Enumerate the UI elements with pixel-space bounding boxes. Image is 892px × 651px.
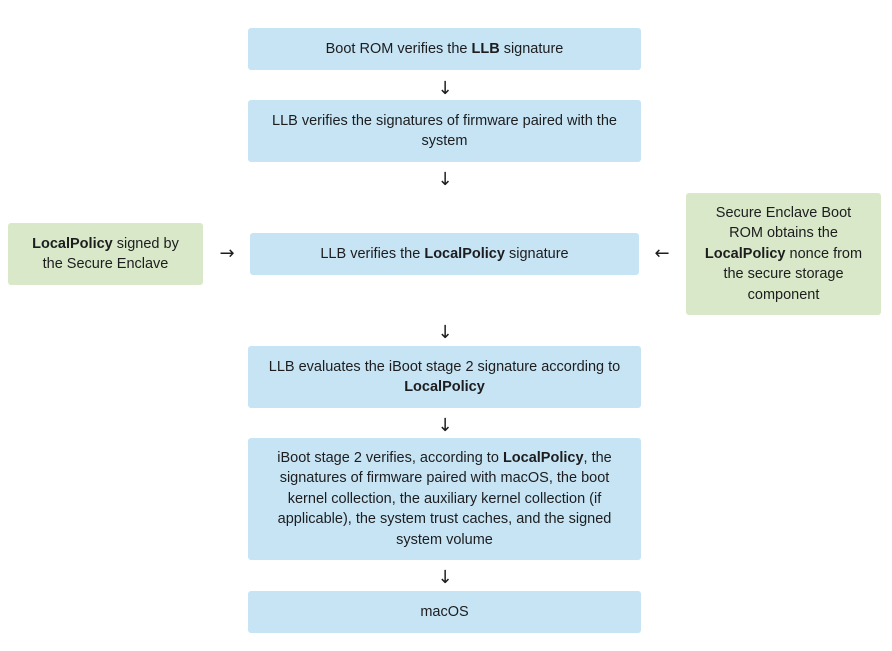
left-arrow: ← bbox=[654, 243, 670, 264]
side-box-localpolicy-signed: LocalPolicy signed by the Secure Enclave bbox=[8, 223, 203, 285]
down-arrow-3: ↓ bbox=[437, 322, 453, 343]
down-arrow-1: ↓ bbox=[437, 78, 453, 99]
down-arrow-5: ↓ bbox=[437, 567, 453, 588]
step-llb-evaluates-iboot: LLB evaluates the iBoot stage 2 signatur… bbox=[248, 346, 641, 408]
step-5-text: iBoot stage 2 verifies, according to Loc… bbox=[277, 449, 612, 548]
step-macos: macOS bbox=[248, 591, 641, 633]
side-box-secure-enclave-nonce: Secure Enclave Boot ROM obtains the Loca… bbox=[686, 193, 881, 315]
step-2-text: LLB verifies the signatures of firmware … bbox=[272, 112, 617, 150]
step-3-text: LLB verifies the LocalPolicy signature bbox=[320, 245, 569, 262]
right-arrow: → bbox=[219, 243, 235, 264]
step-llb-verifies-localpolicy: LLB verifies the LocalPolicy signature bbox=[250, 233, 639, 275]
step-boot-rom-verifies-llb: Boot ROM verifies the LLB signature bbox=[248, 28, 641, 70]
step-4-text: LLB evaluates the iBoot stage 2 signatur… bbox=[268, 358, 621, 396]
side-right-text: Secure Enclave Boot ROM obtains the Loca… bbox=[704, 204, 863, 303]
step-6-text: macOS bbox=[420, 603, 469, 620]
step-iboot-verifies: iBoot stage 2 verifies, according to Loc… bbox=[248, 438, 641, 560]
step-llb-verifies-firmware: LLB verifies the signatures of firmware … bbox=[248, 100, 641, 162]
side-left-text: LocalPolicy signed by the Secure Enclave bbox=[32, 235, 179, 273]
down-arrow-4: ↓ bbox=[437, 415, 453, 436]
down-arrow-2: ↓ bbox=[437, 169, 453, 190]
step-1-text: Boot ROM verifies the LLB signature bbox=[325, 40, 564, 57]
